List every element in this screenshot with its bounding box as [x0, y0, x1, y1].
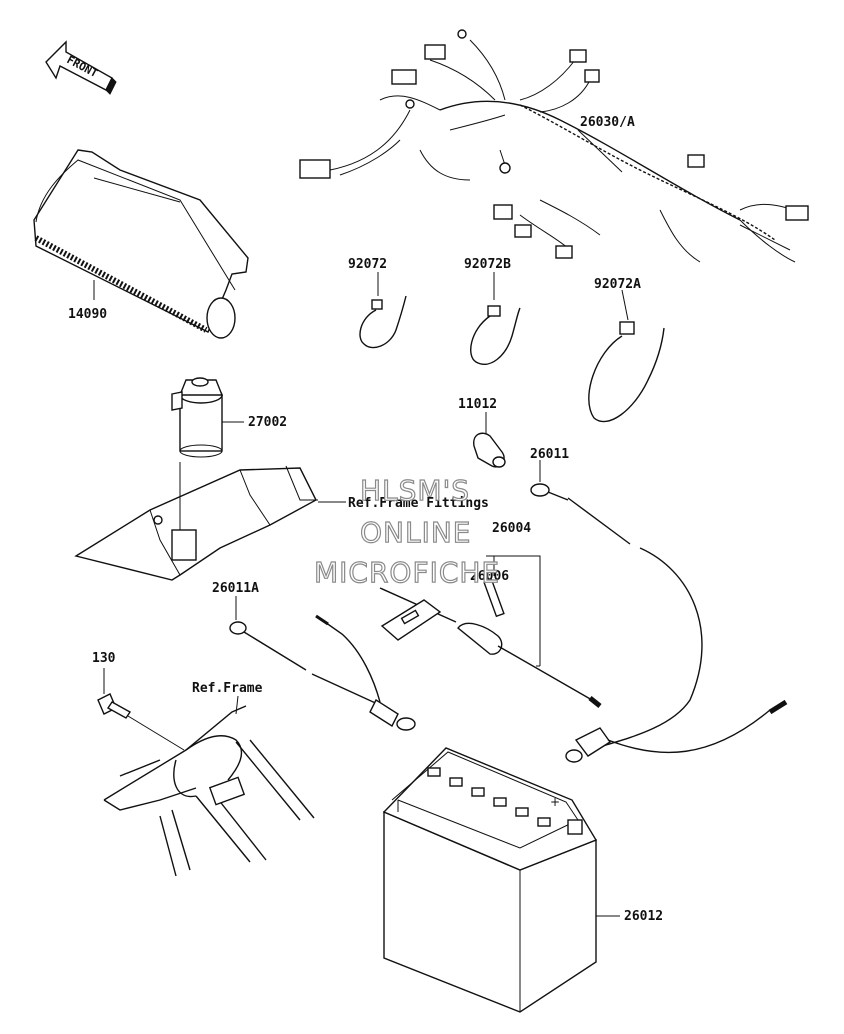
terminal-cap-part — [473, 432, 506, 468]
label-26011: 26011 — [530, 447, 569, 462]
seat-cover-part — [33, 149, 249, 339]
svg-text:+: + — [550, 795, 560, 809]
label-26011a: 26011A — [212, 581, 259, 596]
label-92072: 92072 — [348, 257, 387, 272]
label-92072a: 92072A — [594, 277, 641, 292]
label-130: 130 — [92, 651, 116, 666]
battery-part: + — [382, 747, 598, 1013]
relay-part — [171, 377, 224, 458]
fuse-part — [483, 578, 505, 618]
bolt-part — [97, 693, 132, 719]
fuse-cable-set-part — [379, 587, 602, 708]
watermark-line-3: MICROFICHE — [314, 556, 500, 589]
clamp-92072-part — [359, 295, 407, 349]
ref-frame-label: Ref.Frame — [192, 681, 263, 696]
wire-harness-part — [299, 29, 809, 263]
ref-frame-fittings-label: Ref.Frame Fittings — [348, 496, 489, 511]
label-26030a: 26030/A — [580, 115, 635, 130]
clamp-92072a-part — [588, 321, 665, 423]
bracket-frame-fittings — [74, 462, 318, 581]
watermark: HLSM'S ONLINE MICROFICHE — [313, 473, 500, 589]
positive-cable-part — [530, 483, 788, 763]
clamp-92072b-part — [470, 305, 521, 365]
label-26012: 26012 — [624, 909, 663, 924]
frame-section — [103, 705, 315, 877]
front-arrow-icon: FRONT — [45, 40, 117, 95]
label-26006: 26006 — [470, 569, 509, 584]
label-11012: 11012 — [458, 397, 497, 412]
negative-cable-part — [229, 614, 416, 731]
label-14090: 14090 — [68, 307, 107, 322]
watermark-line-1: HLSM'S — [360, 474, 470, 507]
label-92072b: 92072B — [464, 257, 511, 272]
watermark-line-2: ONLINE — [360, 516, 471, 549]
label-26004: 26004 — [492, 521, 531, 536]
label-27002: 27002 — [248, 415, 287, 430]
